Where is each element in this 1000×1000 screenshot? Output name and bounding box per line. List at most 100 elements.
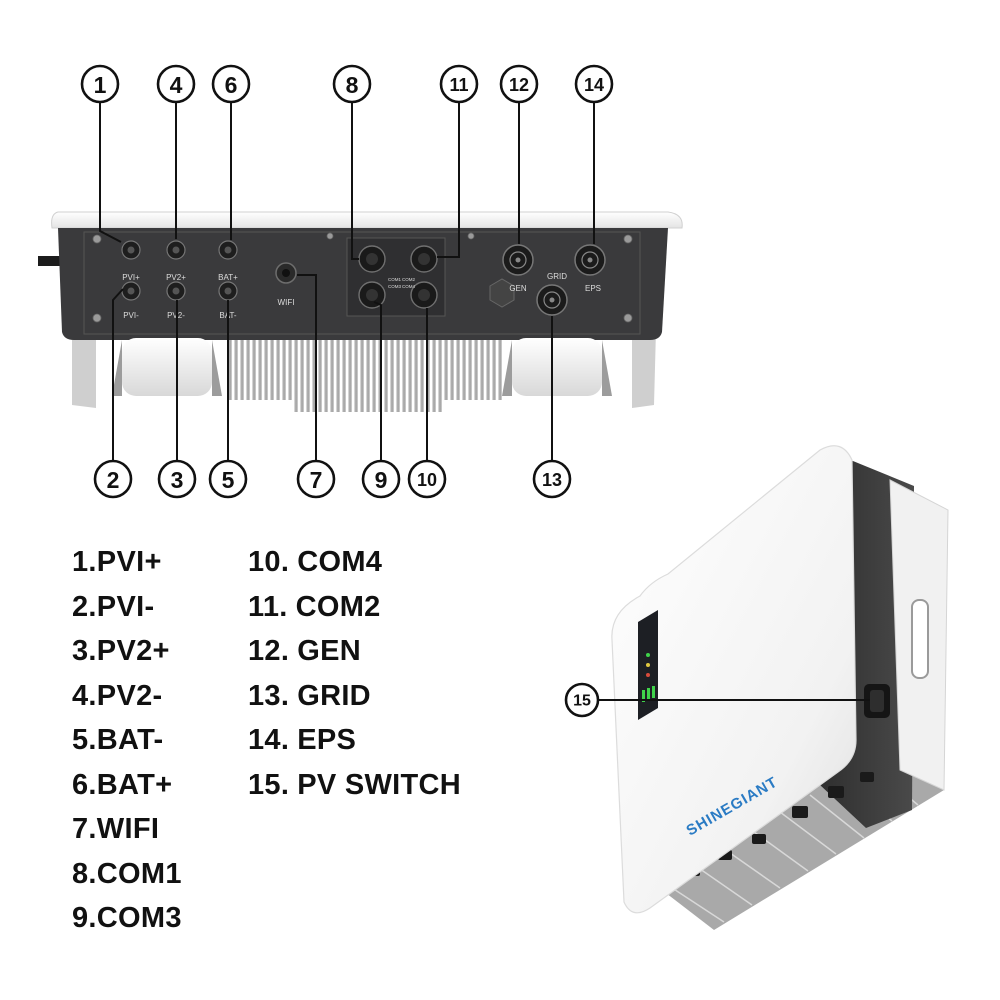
heatsink-fin	[342, 340, 346, 412]
svg-text:9: 9	[375, 467, 388, 493]
connector-pv1-minus	[121, 281, 141, 301]
com4-gland	[410, 281, 438, 309]
legend-label: COM3	[96, 902, 182, 934]
svg-text:14: 14	[584, 75, 604, 95]
callout-13: 13	[532, 459, 572, 499]
label-pv1-minus: PVI-	[123, 311, 139, 320]
fan-housing-right	[502, 338, 612, 396]
callout-2: 2	[93, 459, 133, 499]
svg-text:13: 13	[542, 470, 562, 490]
inverter-perspective-view: SHINEGIANT	[611, 445, 949, 930]
grid-connector	[536, 284, 568, 316]
connector-bat-minus	[218, 281, 238, 301]
legend-number: 7.	[72, 813, 97, 845]
legend-number: 2.	[72, 590, 97, 623]
legend-label: PV2-	[96, 679, 163, 712]
panel-inset	[83, 231, 641, 335]
heatsink-fin	[420, 340, 424, 412]
svg-text:5: 5	[222, 467, 235, 493]
callout-15: 15	[564, 682, 600, 718]
heatsink-fin	[444, 340, 448, 400]
legend-label: COM1	[96, 857, 182, 890]
legend-label: EPS	[297, 724, 357, 756]
heatsink-fin	[318, 340, 322, 412]
label-wifi: WIFI	[278, 298, 295, 307]
heatsink-fin	[402, 340, 406, 412]
eps-connector	[574, 244, 606, 276]
label-pv1-plus: PVI+	[122, 273, 140, 282]
legend-item: 3.PV2+	[72, 629, 182, 674]
heatsink	[228, 340, 502, 412]
svg-text:15: 15	[573, 693, 591, 710]
legend-number: 10.	[248, 546, 290, 578]
heatsink-fin	[432, 340, 436, 412]
heatsink-fin	[330, 340, 334, 412]
legend-item: 1.PVI+	[72, 540, 182, 585]
callout-12: 12	[499, 64, 539, 104]
heatsink-fin	[282, 340, 286, 400]
side-cable	[38, 256, 60, 266]
callout-6: 6	[211, 64, 251, 104]
heatsink-fin	[438, 340, 442, 412]
label-com1: COM1	[388, 277, 401, 282]
label-gen: GEN	[509, 284, 527, 293]
svg-text:11: 11	[449, 75, 468, 95]
legend-label: BAT-	[96, 724, 164, 756]
inverter-bottom-view: PVI+ PVI- PV2+ PV2- BAT+ BAT- WIFI COM1 …	[38, 211, 683, 412]
callout-7: 7	[296, 459, 336, 499]
legend-label: GEN	[297, 635, 361, 667]
heatsink-fin	[492, 340, 496, 400]
heatsink-fin	[408, 340, 412, 412]
right-bracket	[632, 330, 656, 408]
left-bracket	[72, 330, 96, 408]
heatsink-fin	[486, 340, 490, 400]
heatsink-fin	[246, 340, 250, 400]
legend-left: 1.PVI+2.PVI-3.PV2+4.PV2-5.BAT-6.BAT+7.WI…	[72, 540, 182, 941]
legend-item: 6.BAT+	[72, 763, 182, 808]
legend-number: 11.	[248, 590, 288, 623]
legend-item: 2.PVI-	[72, 585, 182, 630]
fan-housing-left	[112, 338, 222, 396]
heatsink-fin	[480, 340, 484, 400]
led-display	[638, 610, 658, 720]
legend-item: 9.COM3	[72, 896, 182, 941]
connector-bat-plus	[218, 240, 238, 260]
legend-label: COM2	[295, 590, 381, 623]
heatsink-fin	[288, 340, 292, 400]
legend-item: 13.GRID	[248, 674, 461, 719]
vent-plug	[489, 278, 515, 308]
callout-9: 9	[361, 459, 401, 499]
connector-pv2-plus	[166, 240, 186, 260]
legend-number: 12.	[248, 635, 290, 667]
callout-5: 5	[208, 459, 248, 499]
legend-item: 15.PV SWITCH	[248, 763, 461, 808]
legend-number: 15.	[248, 768, 290, 801]
connector-pv2-minus	[166, 281, 186, 301]
heatsink-fin	[264, 340, 268, 400]
svg-text:4: 4	[170, 72, 183, 98]
heatsink-fin	[396, 340, 400, 412]
legend-item: 4.PV2-	[72, 674, 182, 719]
com1-gland	[358, 245, 386, 273]
label-com4: COM4	[402, 284, 415, 289]
svg-text:3: 3	[171, 467, 184, 493]
com3-gland	[358, 281, 386, 309]
heatsink-fin	[234, 340, 238, 400]
heatsink-fin	[258, 340, 262, 400]
legend-label: PV SWITCH	[297, 768, 462, 801]
front-face	[611, 445, 857, 914]
callout-14: 14	[574, 64, 614, 104]
callout-10: 10	[407, 459, 447, 499]
legend-label: PVI+	[96, 546, 162, 578]
legend-item: 12.GEN	[248, 629, 461, 674]
heatsink-fin	[228, 340, 232, 400]
legend-number: 13.	[248, 679, 290, 712]
legend-number: 3.	[72, 635, 97, 667]
heatsink-fin	[348, 340, 352, 412]
callout-1: 1	[80, 64, 120, 104]
legend-number: 1.	[72, 546, 97, 578]
svg-text:1: 1	[94, 72, 107, 98]
legend-label: BAT+	[96, 768, 173, 801]
